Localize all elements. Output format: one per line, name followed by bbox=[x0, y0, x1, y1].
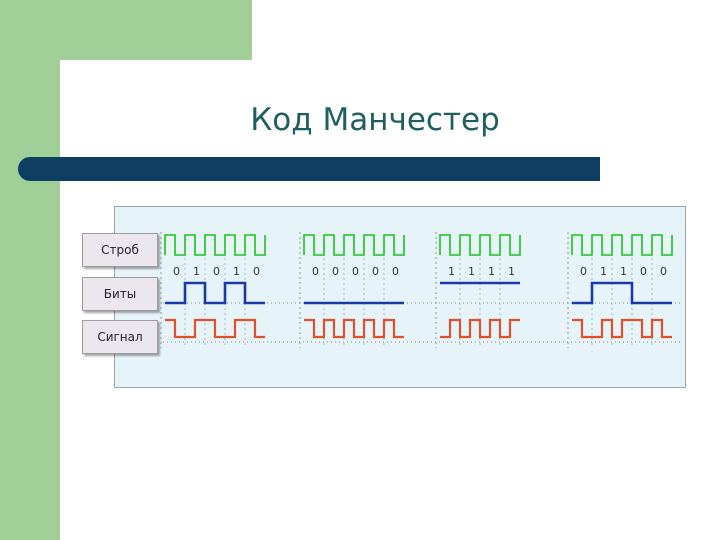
bit-value: 0 bbox=[352, 265, 359, 278]
bit-value: 0 bbox=[392, 265, 399, 278]
bit-value: 0 bbox=[640, 265, 647, 278]
signal-wave bbox=[165, 318, 265, 339]
bit-value: 0 bbox=[332, 265, 339, 278]
accent-left bbox=[0, 0, 60, 540]
bit-value: 1 bbox=[508, 265, 515, 278]
signal-label: Сигнал bbox=[82, 320, 158, 354]
signal-wave bbox=[440, 318, 520, 339]
bit-value: 0 bbox=[213, 265, 220, 278]
strobe-wave bbox=[571, 234, 673, 256]
bits-label: Биты bbox=[82, 277, 158, 311]
bit-value: 0 bbox=[312, 265, 319, 278]
strobe-wave bbox=[439, 234, 521, 256]
bit-value: 0 bbox=[253, 265, 260, 278]
bit-value: 1 bbox=[468, 265, 475, 278]
title-underline-bar bbox=[18, 157, 600, 181]
bit-value: 0 bbox=[660, 265, 667, 278]
bit-value: 1 bbox=[620, 265, 627, 278]
signal-wave bbox=[304, 318, 404, 339]
bits-wave bbox=[165, 281, 265, 305]
bit-value: 1 bbox=[600, 265, 607, 278]
bit-value: 1 bbox=[193, 265, 200, 278]
strobe-wave bbox=[303, 234, 405, 256]
strobe-wave bbox=[164, 234, 266, 256]
bit-value: 0 bbox=[372, 265, 379, 278]
strobe-label: Строб bbox=[82, 233, 158, 267]
slide-title: Код Манчестер bbox=[250, 102, 500, 138]
signal-wave bbox=[572, 318, 672, 339]
bit-value: 1 bbox=[488, 265, 495, 278]
diagram-frame bbox=[114, 206, 686, 388]
bits-wave bbox=[572, 281, 672, 305]
bit-value: 0 bbox=[173, 265, 180, 278]
bit-value: 1 bbox=[448, 265, 455, 278]
bit-value: 0 bbox=[580, 265, 587, 278]
bit-value: 1 bbox=[233, 265, 240, 278]
